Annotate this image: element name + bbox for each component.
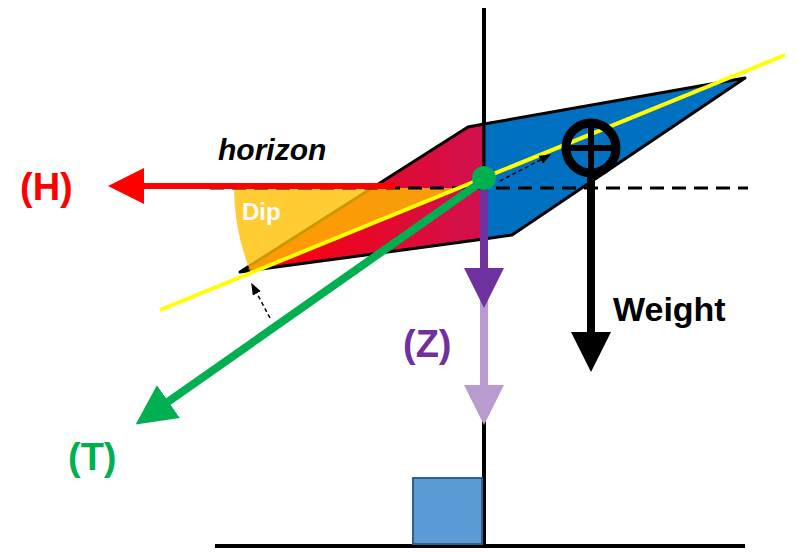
force-label: (T)	[68, 438, 117, 476]
force-label: (H)	[20, 168, 73, 206]
force-label: (Z)	[403, 325, 452, 363]
angle-label: Dip	[242, 200, 281, 224]
line-label: horizon	[218, 135, 326, 165]
force-label: Weight	[613, 292, 726, 326]
